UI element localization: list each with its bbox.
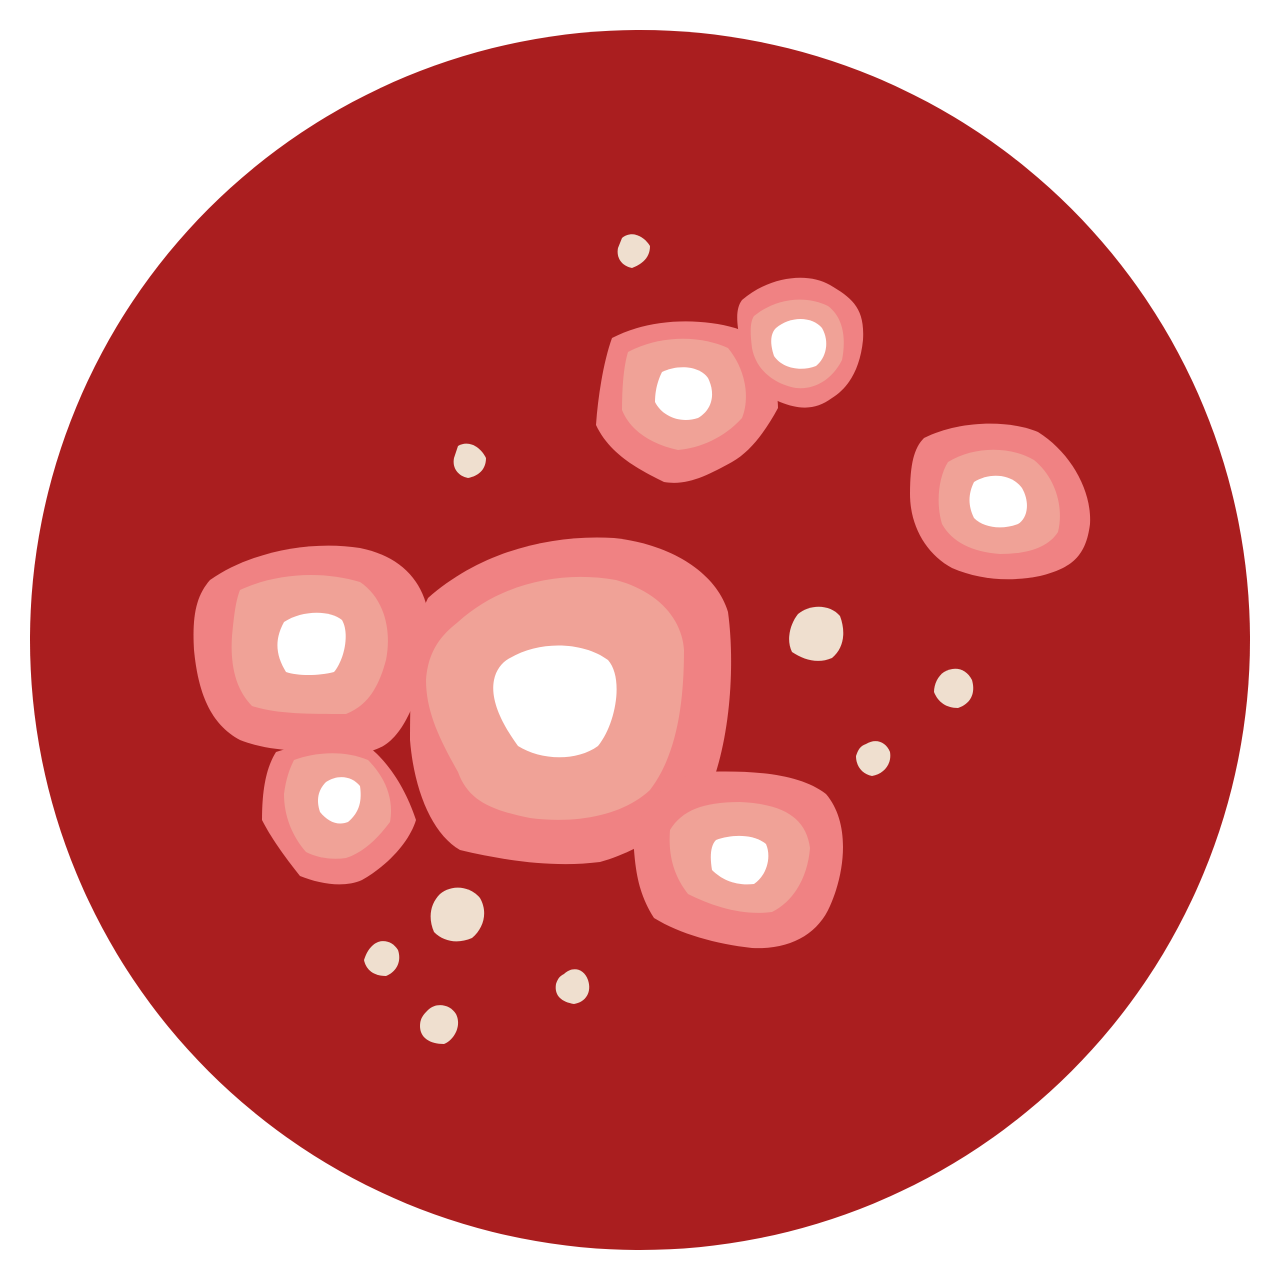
particles (364, 234, 974, 1044)
cell-lower-left (262, 740, 416, 885)
particle (789, 606, 844, 661)
particle (430, 887, 485, 942)
particle (555, 969, 590, 1004)
particle (934, 668, 974, 708)
particle (364, 941, 400, 976)
particle (856, 741, 891, 776)
particle (420, 1005, 459, 1044)
cell-center-large (410, 537, 732, 865)
cell-upper-right (737, 277, 864, 408)
cell-right (910, 423, 1091, 580)
cell-lower-right (633, 771, 843, 949)
particle (453, 443, 486, 478)
cell-center-left (193, 545, 430, 752)
particle (617, 234, 650, 268)
cell-upper-left (596, 321, 778, 483)
